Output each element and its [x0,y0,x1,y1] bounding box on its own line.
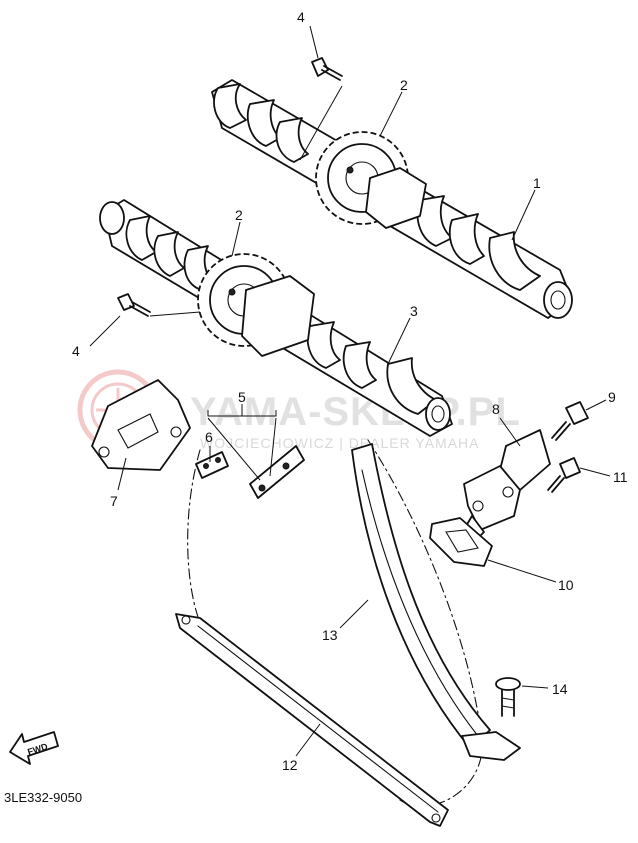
camshaft-upper [211,79,573,319]
tensioner-bolt-11 [547,457,581,493]
callout-10: 10 [558,577,574,593]
callout-8: 8 [492,401,500,417]
chain-link-clip [195,451,229,479]
fwd-arrow-icon: FWD [9,731,59,765]
watermark: YAMA-SKLEP.PL WOJCIECHOWICZ | DEALER YAM… [77,369,521,451]
callout-5: 5 [238,389,246,405]
leader-lines [89,25,611,757]
tensioner-gasket [429,517,493,567]
sprocket-lower [197,253,291,347]
chain-guide-front [175,613,449,827]
chain-tensioner [463,429,551,541]
bolt-lower [117,293,151,317]
tensioner-bolt-9 [551,401,589,441]
chain-guide-cap [91,379,191,471]
callout-9: 9 [608,389,616,405]
guide-bolt-14 [495,677,521,717]
callout-7: 7 [110,493,118,509]
callout-3: 3 [410,303,418,319]
callout-13: 13 [322,627,338,643]
callout-14: 14 [552,681,568,697]
drawing-code: 3LE332-9050 [4,790,82,805]
camshaft-lower [99,199,453,437]
chain-joint [249,445,305,499]
callout-1: 1 [533,175,541,191]
callout-4-upper: 4 [297,9,305,25]
callout-4-lower: 4 [72,343,80,359]
callouts: 4 2 1 2 3 4 5 6 7 8 9 10 11 12 13 14 [72,9,628,773]
callout-2-lower: 2 [235,207,243,223]
callout-6: 6 [205,429,213,445]
callout-11: 11 [613,469,628,485]
callout-12: 12 [282,757,298,773]
watermark-sub-text: WOJCIECHOWICZ | DEALER YAMAHA [200,435,479,451]
chain-guide-rear [351,443,521,761]
watermark-main-text: YAMA-SKLEP.PL [190,390,521,434]
callout-2-upper: 2 [400,77,408,93]
timing-chain [187,439,483,807]
bolt-upper [311,57,343,81]
